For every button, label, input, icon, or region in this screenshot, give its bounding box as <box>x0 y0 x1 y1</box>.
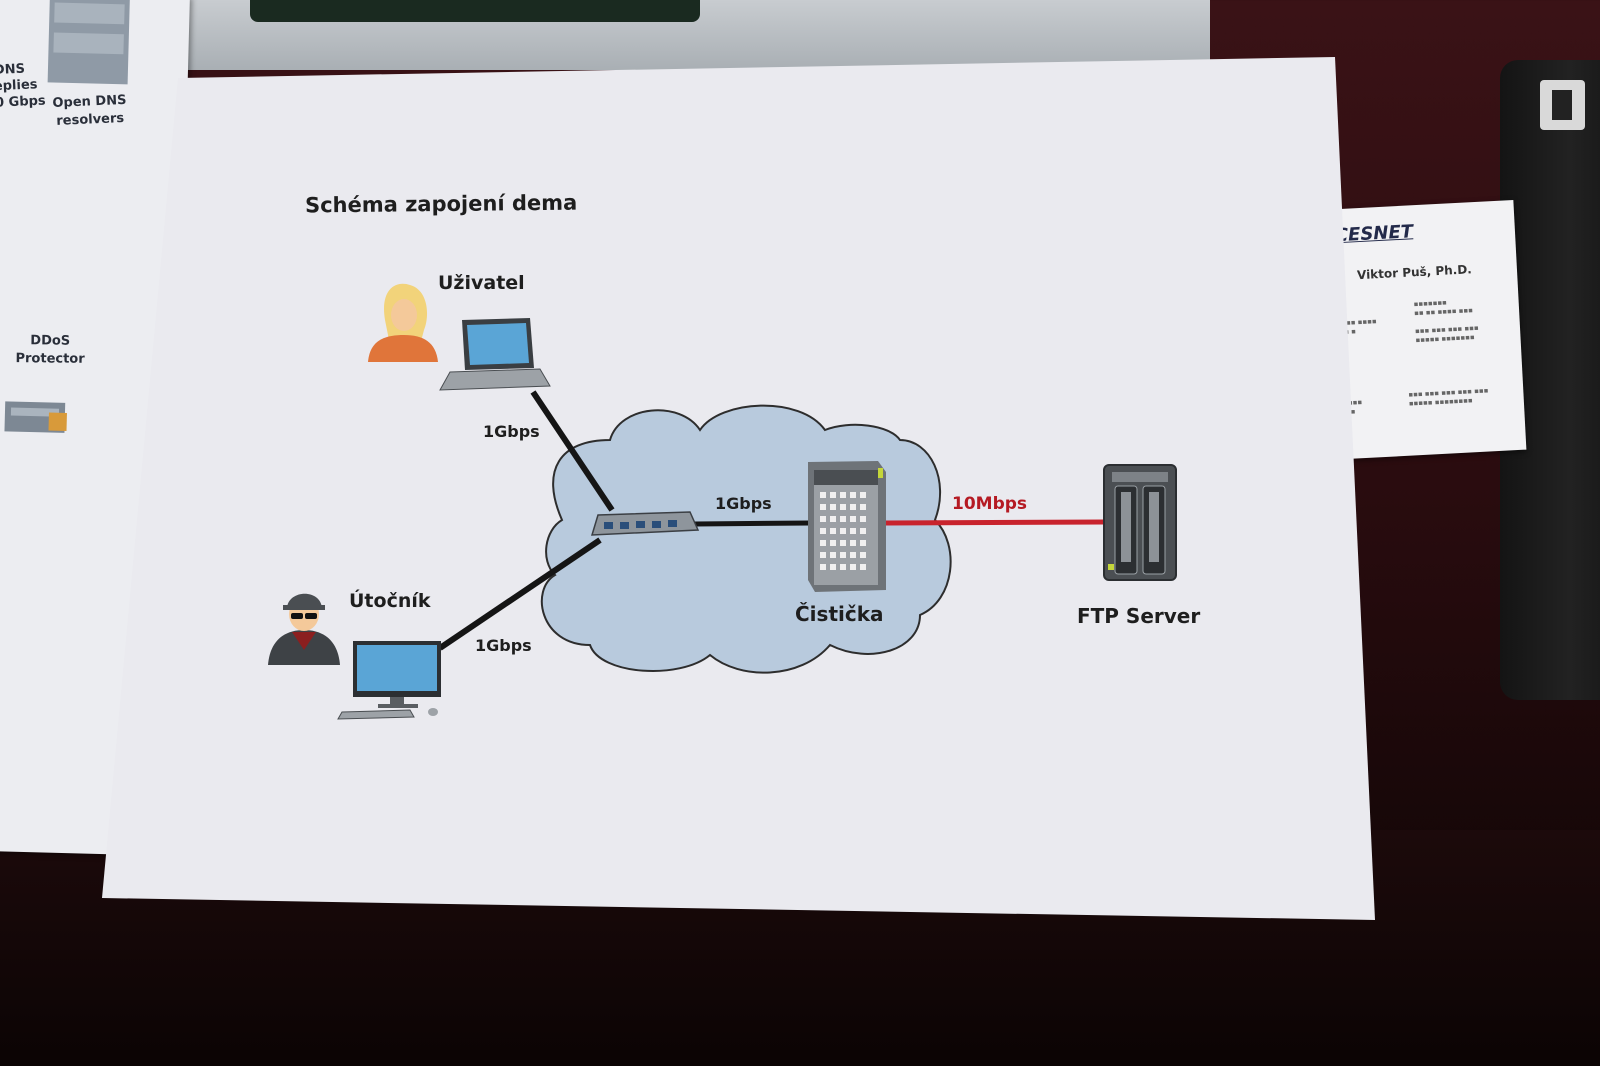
network-cloud <box>540 404 952 674</box>
link-scrubber-ftp <box>884 519 1105 526</box>
phone <box>1500 60 1600 700</box>
ftp-server-icon <box>1103 464 1177 581</box>
link-label-switch: 1Gbps <box>715 494 772 513</box>
scrubber-label: Čistička <box>795 602 884 626</box>
diagram-title: Schéma zapojení dema <box>304 190 578 218</box>
link-label-attacker: 1Gbps <box>475 636 532 655</box>
left-sheet: DNS replies 0 Gbps Open DNS resolvers DD… <box>0 0 190 856</box>
attacker-label: Útočník <box>349 590 431 612</box>
user-avatar-icon <box>368 283 438 362</box>
desktop-computer-icon <box>337 641 441 720</box>
ftp-server-label: FTP Server <box>1077 604 1201 628</box>
attacker-avatar-icon <box>268 593 340 665</box>
link-switch-scrubber <box>694 520 811 527</box>
switch-icon <box>590 511 700 536</box>
link-user-switch <box>530 390 615 512</box>
link-attacker-switch <box>438 537 602 651</box>
link-label-ftp: 10Mbps <box>952 494 1028 514</box>
black-cable <box>250 0 700 22</box>
scrubber-server-icon <box>808 461 886 592</box>
laptop-icon <box>439 318 551 391</box>
link-label-user: 1Gbps <box>483 422 540 441</box>
user-label: Uživatel <box>438 272 525 294</box>
